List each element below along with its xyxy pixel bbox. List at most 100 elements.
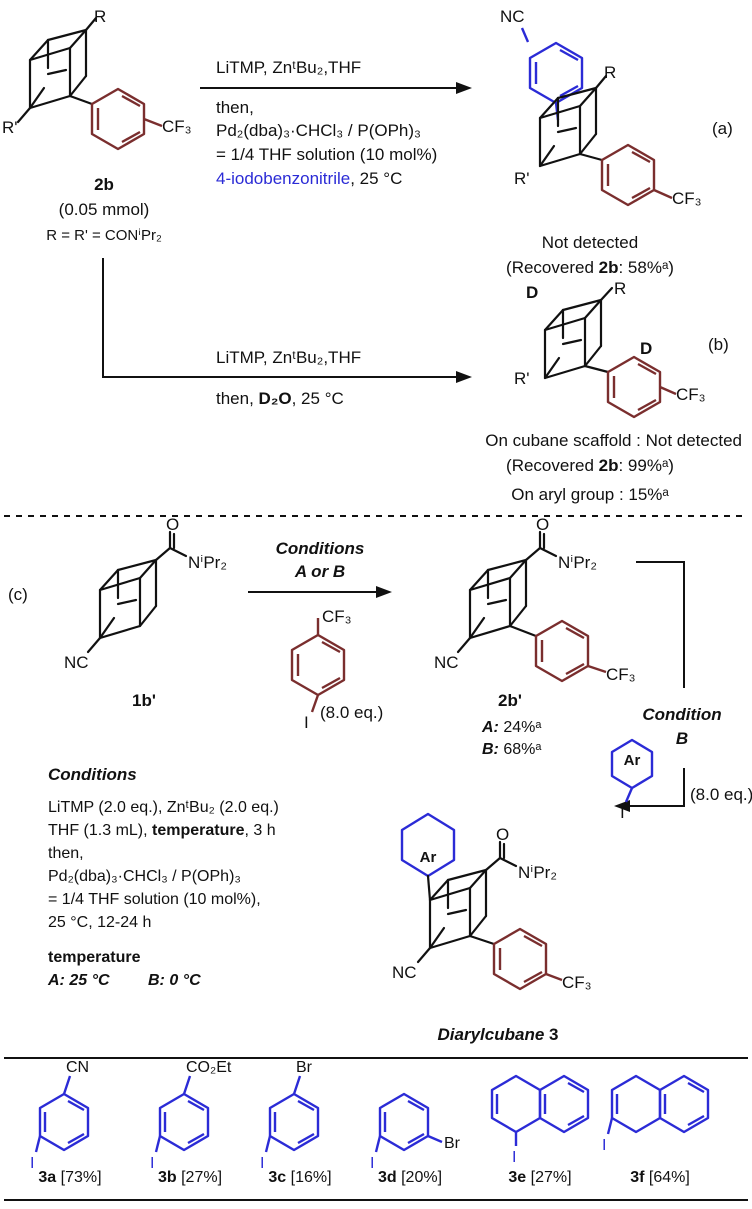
scope-yield: [27%] (531, 1169, 572, 1186)
i-label-reagent: I (304, 713, 309, 732)
cond-line2-bold: temperature (152, 822, 245, 839)
double-bond (687, 1081, 705, 1094)
iodo-label: I (602, 1137, 606, 1154)
iodo-label: I (260, 1155, 264, 1172)
condition-b-sub: B (676, 729, 688, 748)
ci-bond (264, 1135, 272, 1153)
diaryl-num: 3 (549, 1025, 558, 1044)
rgroup-label: R = R' = CONⁱPr₂ (46, 227, 162, 244)
nc-label-diaryl: NC (392, 963, 417, 982)
sub-bond (182, 1075, 192, 1095)
product-b-structure (543, 286, 677, 419)
a-result2-bold: 2b (599, 258, 619, 277)
ci-bond (154, 1135, 162, 1153)
benzene-ring (378, 1092, 430, 1152)
compound-2b-label: 2b (94, 175, 114, 194)
a-result2-pre: (Recovered (506, 258, 599, 277)
conditions-sub: A or B (294, 562, 345, 581)
double-bond (567, 1081, 585, 1094)
cond-line2-post: , 3 h (245, 822, 276, 839)
cf3-label-a: CF₃ (672, 189, 702, 208)
compound-1bp-label: 1b' (132, 691, 156, 710)
sub-bond (292, 1075, 302, 1095)
scope-id: 3d (378, 1169, 401, 1186)
scope-yield: [73%] (61, 1169, 102, 1186)
scope-label-3b: 3b [27%] (158, 1169, 222, 1186)
bracket-bottom (628, 768, 685, 807)
scope-entry-3e: I3e [27%] (490, 1074, 590, 1186)
yield-b-value: 68%ᵃ (499, 741, 542, 758)
scope-id: 3f (630, 1169, 649, 1186)
arrow-b (102, 258, 458, 378)
rprime-label-b: R' (514, 369, 530, 388)
a-result2-post: : 58%ᵃ) (618, 258, 673, 277)
double-bond (407, 1099, 425, 1112)
double-bond (687, 1114, 705, 1127)
a-reagent2: then, (216, 98, 254, 117)
sub-bond (62, 1075, 72, 1095)
a-reagent5-blue: 4-iodobenzonitrile (216, 169, 350, 188)
scope-yield: [64%] (649, 1169, 690, 1186)
a-result1: Not detected (542, 233, 638, 252)
ci-bond (606, 1117, 614, 1135)
compound-2bp-structure (456, 530, 607, 683)
rprime-label-a: R' (514, 169, 530, 188)
benzene-ring (38, 1092, 90, 1152)
cond-block-title: Conditions (48, 765, 137, 784)
double-bond (567, 1114, 585, 1127)
label-a: (a) (712, 119, 733, 138)
scope-label-3d: 3d [20%] (378, 1169, 442, 1186)
iodo-label: I (512, 1149, 516, 1166)
arrowhead-b (456, 371, 472, 383)
a-reagent3: Pd₂(dba)₃·CHCl₃ / P(OPh)₃ (216, 121, 421, 140)
double-bond (297, 1099, 315, 1112)
nc-label-2bp: NC (434, 653, 459, 672)
diaryl-name: Diarylcubane (438, 1025, 545, 1044)
arrowhead-diaryl (614, 800, 630, 812)
cond-line5: = 1/4 THF solution (10 mol%), (48, 891, 261, 908)
scope-label-3c: 3c [16%] (268, 1169, 331, 1186)
b-result2-pre: (Recovered (506, 456, 599, 475)
conditions-title: Conditions (276, 539, 365, 558)
b-result2: (Recovered 2b: 99%ᵃ) (506, 456, 674, 475)
i-label-ar: I (620, 803, 625, 822)
cf3-label: CF₃ (162, 117, 192, 136)
amide-label-diaryl: NⁱPr₂ (518, 863, 557, 882)
scope-label-3f: 3f [64%] (630, 1169, 690, 1186)
b-reagent2-bold: D₂O (259, 389, 292, 408)
cf3-label-diaryl: CF₃ (562, 973, 592, 992)
yield-a-value: 24%ᵃ (499, 719, 542, 736)
ar-label-reagent: Ar (624, 752, 641, 769)
rprime-label: R' (2, 118, 18, 137)
amount-label: (0.05 mmol) (59, 200, 150, 219)
label-c: (c) (8, 585, 28, 604)
sub-bond (427, 1134, 443, 1144)
temp-title: temperature (48, 949, 141, 966)
b-reagent2-post: , 25 °C (292, 389, 344, 408)
iodo-cf3-benzene-structure (290, 618, 346, 713)
b-result2-bold: 2b (599, 456, 619, 475)
scope-yield: [27%] (181, 1169, 222, 1186)
naph-ring-2 (658, 1074, 710, 1134)
cf3-label-2bp: CF₃ (606, 665, 636, 684)
temp-b: B: 0 °C (148, 972, 201, 989)
double-bond (67, 1099, 85, 1112)
temp-a: A: 25 °C (47, 972, 110, 989)
cond-line4: Pd₂(dba)₃·CHCl₃ / P(OPh)₃ (48, 868, 241, 885)
substituent-label: Br (444, 1135, 461, 1152)
double-bond (297, 1132, 315, 1145)
yield-b-label: B: (482, 741, 499, 758)
r-label: R (94, 7, 106, 26)
benzene-ring (268, 1092, 320, 1152)
compound-2bp-label: 2b' (498, 691, 522, 710)
scope-yield: [20%] (401, 1169, 442, 1186)
scope-label-3a: 3a [73%] (38, 1169, 101, 1186)
arrowhead-c (376, 586, 392, 598)
r-label-b: R (614, 279, 626, 298)
substituent-label: CO₂Et (186, 1059, 232, 1076)
nc-label-1bp: NC (64, 653, 89, 672)
